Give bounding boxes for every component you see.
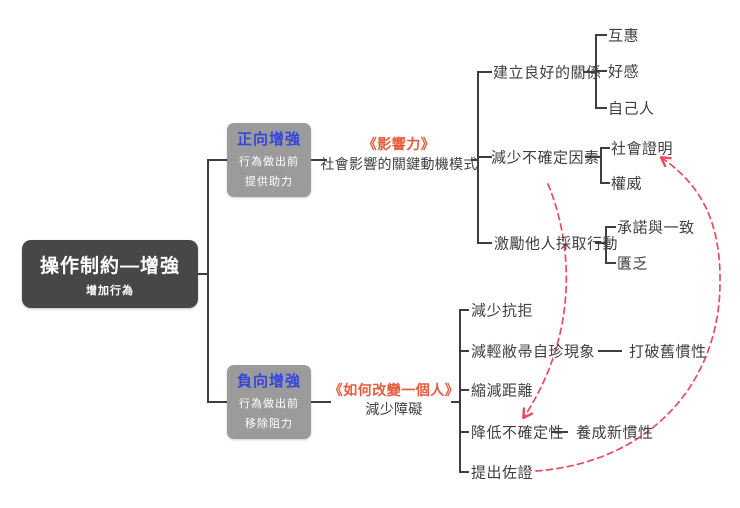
positive-box-line2: 提供助力	[245, 176, 293, 188]
node-form-new-habit[interactable]: 養成新慣性	[576, 424, 654, 442]
influence-book-title[interactable]: 《影響力》	[362, 136, 436, 152]
node-provide-evidence[interactable]: 提出佐證	[471, 464, 534, 482]
negative-box-title: 負向增強	[236, 372, 301, 390]
node-commitment-consistency[interactable]: 承諾與一致	[617, 219, 695, 237]
node-build-relationship[interactable]: 建立良好的關係	[493, 64, 602, 82]
node-lower-uncertainty[interactable]: 降低不確定性	[471, 424, 565, 442]
negative-box-line1: 行為做出前	[239, 397, 299, 410]
node-ease-endowment-effect[interactable]: 減輕敝帚自珍現象	[471, 343, 596, 361]
node-liking[interactable]: 好感	[608, 63, 640, 81]
influence-book-subtitle[interactable]: 社會影響的關鍵動機模式	[320, 156, 478, 172]
node-in-group[interactable]: 自己人	[608, 100, 655, 118]
root-connector	[197, 159, 229, 403]
root-title: 操作制約—增強	[39, 255, 180, 277]
node-break-old-habit[interactable]: 打破舊慣性	[629, 343, 707, 361]
positive-reinforcement-box[interactable]: 正向增強 行為做出前 提供助力	[227, 123, 311, 197]
node-social-proof[interactable]: 社會證明	[611, 140, 674, 158]
root-topic[interactable]: 操作制約—增強 增加行為	[22, 240, 198, 308]
change-person-book-subtitle[interactable]: 減少障礙	[365, 401, 423, 417]
change-person-book-title[interactable]: 《如何改變一個人》	[328, 382, 460, 398]
node-reduce-resistance[interactable]: 減少抗拒	[471, 302, 534, 320]
root-subtitle: 增加行為	[86, 284, 134, 297]
node-reciprocity[interactable]: 互惠	[608, 27, 640, 45]
positive-children-bracket	[477, 71, 492, 244]
negative-children-bracket	[459, 309, 469, 473]
node-scarcity[interactable]: 匱乏	[617, 255, 649, 273]
positive-box-line1: 行為做出前	[239, 155, 299, 168]
node-motivate-action[interactable]: 激勵他人採取行動	[494, 235, 619, 253]
negative-box-line2: 移除阻力	[245, 418, 293, 430]
negative-reinforcement-box[interactable]: 負向增強 行為做出前 移除阻力	[227, 365, 311, 439]
habit-link-connectors	[551, 350, 622, 433]
node-reduce-uncertainty-factors[interactable]: 減少不確定因素	[491, 149, 600, 167]
node-shorten-distance[interactable]: 縮減距離	[471, 382, 534, 400]
node-authority[interactable]: 權威	[611, 175, 643, 193]
positive-box-title: 正向增強	[236, 130, 301, 148]
